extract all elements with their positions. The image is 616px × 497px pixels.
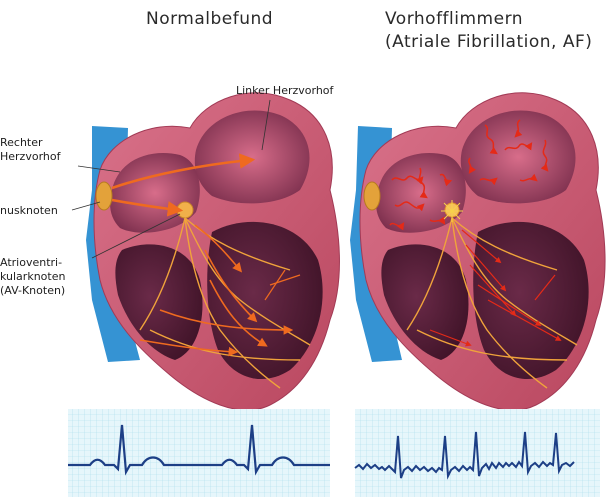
sinus-node-right: [364, 182, 380, 210]
label-left-atrium: Linker Herzvorhof: [236, 84, 333, 98]
normal-heart: [72, 93, 339, 410]
label-av-node-line1: Atrioventri-: [0, 256, 62, 270]
av-node-left: [177, 202, 193, 218]
label-right-atrium-line1: Rechter: [0, 136, 43, 150]
af-heart: [350, 93, 605, 410]
ecg-af: [355, 409, 600, 497]
label-av-node-line3: (AV-Knoten): [0, 284, 65, 298]
av-node-spark-right: [441, 200, 463, 222]
sinus-node-left: [96, 182, 112, 210]
label-right-atrium-line2: Herzvorhof: [0, 150, 60, 164]
label-av-node-line2: kularknoten: [0, 270, 65, 284]
label-sinus-node: nusknoten: [0, 204, 58, 218]
ecg-normal: [68, 409, 330, 497]
